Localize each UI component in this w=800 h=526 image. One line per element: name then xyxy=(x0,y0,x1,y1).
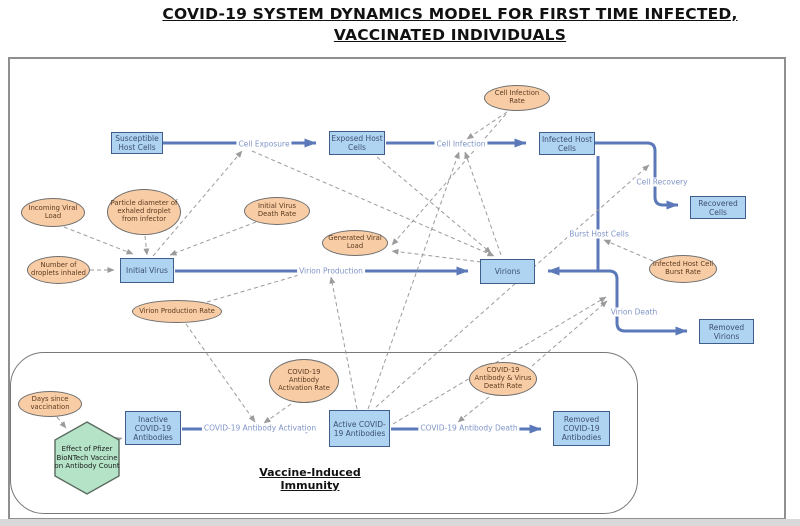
aux-label: COVID-19 Antibody Activation Rate xyxy=(278,368,330,392)
aux-label: Particle diameter of exhaled droplet fro… xyxy=(110,199,178,223)
aux-label: Generated Viral Load xyxy=(328,234,382,250)
stock-label: Initial Virus xyxy=(126,266,168,275)
stock-label: Removed COVID-19 Antibodies xyxy=(561,415,602,442)
days-since-vaccination[interactable]: Days since vaccination xyxy=(18,391,82,417)
stock-label: Recovered Cells xyxy=(698,198,738,217)
stock-label: Susceptible Host Cells xyxy=(115,134,159,152)
stock-label: Active COVID-19 Antibodies xyxy=(333,419,386,438)
aux-label: COVID-19 Antibody & Virus Death Rate xyxy=(474,366,532,390)
converter-label: Effect of Pfizer BioNTech Vaccine on Ant… xyxy=(54,444,120,471)
initial-virus-death-rate[interactable]: Initial Virus Death Rate xyxy=(244,197,310,225)
generated-viral-load[interactable]: Generated Viral Load xyxy=(322,230,388,256)
covid19-antibody-virus-death-rate[interactable]: COVID-19 Antibody & Virus Death Rate xyxy=(469,362,537,396)
flow-label-cell-exposure[interactable]: Cell Exposure xyxy=(236,139,292,149)
covid19-antibody-activation-rate[interactable]: COVID-19 Antibody Activation Rate xyxy=(269,359,339,403)
susceptible-host-cells[interactable]: Susceptible Host Cells xyxy=(111,132,163,154)
removed-virions[interactable]: Removed Virions xyxy=(699,319,754,344)
hexagon-shape xyxy=(54,421,120,495)
vaccine-immunity-section-label: Vaccine-Induced Immunity xyxy=(259,466,361,492)
incoming-viral-load[interactable]: Incoming Viral Load xyxy=(21,198,85,227)
virion-production-rate[interactable]: Virion Production Rate xyxy=(132,300,222,323)
cell-infection-rate[interactable]: Cell Infection Rate xyxy=(484,85,550,111)
stock-label: Infected Host Cells xyxy=(541,134,593,153)
stock-label: Inactive COVID-19 Antibodies xyxy=(133,414,173,442)
flow-label-cell-infection[interactable]: Cell Infection xyxy=(434,139,488,149)
stock-label: Removed Virions xyxy=(708,322,745,341)
aux-label: Cell Infection Rate xyxy=(494,89,540,105)
stock-label: Exposed Host Cells xyxy=(331,134,383,152)
recovered-cells[interactable]: Recovered Cells xyxy=(690,196,746,219)
number-of-droplets-inhaled[interactable]: Number of droplets inhaled xyxy=(27,256,90,284)
effect-pfizer-converter[interactable]: Effect of Pfizer BioNTech Vaccine on Ant… xyxy=(54,421,120,495)
flow-label-virion-production[interactable]: Virion Production xyxy=(297,266,365,276)
stock-label: Virions xyxy=(494,267,521,276)
aux-label: Incoming Viral Load xyxy=(28,203,78,220)
aux-label: Number of droplets inhaled xyxy=(31,261,86,277)
flow-label-covid19-antibody-death[interactable]: COVID-19 Antibody Death xyxy=(418,423,520,433)
exposed-host-cells[interactable]: Exposed Host Cells xyxy=(329,131,385,155)
flow-label-covid19-antibody-activation[interactable]: COVID-19 Antibody Activation xyxy=(201,423,319,433)
vaccine-immunity-container xyxy=(10,352,638,514)
active-covid19-antibodies[interactable]: Active COVID-19 Antibodies xyxy=(329,410,390,447)
diagram-title: COVID-19 SYSTEM DYNAMICS MODEL FOR FIRST… xyxy=(162,5,738,44)
flow-label-burst-host-cells[interactable]: Burst Host Cells xyxy=(567,229,631,239)
window-edge-strip xyxy=(0,519,800,526)
initial-virus[interactable]: Initial Virus xyxy=(120,258,174,283)
aux-label: Infected Host Cell Burst Rate xyxy=(652,260,714,276)
flow-label-virion-death[interactable]: Virion Death xyxy=(608,307,660,317)
removed-covid19-antibodies[interactable]: Removed COVID-19 Antibodies xyxy=(553,411,610,446)
infected-host-cells[interactable]: Infected Host Cells xyxy=(539,132,595,155)
flow-label-cell-recovery[interactable]: Cell Recovery xyxy=(634,177,690,187)
aux-label: Initial Virus Death Rate xyxy=(257,202,297,218)
inactive-covid19-antibodies[interactable]: Inactive COVID-19 Antibodies xyxy=(125,411,181,445)
infected-host-cell-burst-rate[interactable]: Infected Host Cell Burst Rate xyxy=(649,255,717,283)
aux-label: Days since vaccination xyxy=(30,395,70,411)
virions[interactable]: Virions xyxy=(480,259,535,284)
aux-label: Virion Production Rate xyxy=(139,306,215,315)
particle-diameter[interactable]: Particle diameter of exhaled droplet fro… xyxy=(107,189,181,235)
